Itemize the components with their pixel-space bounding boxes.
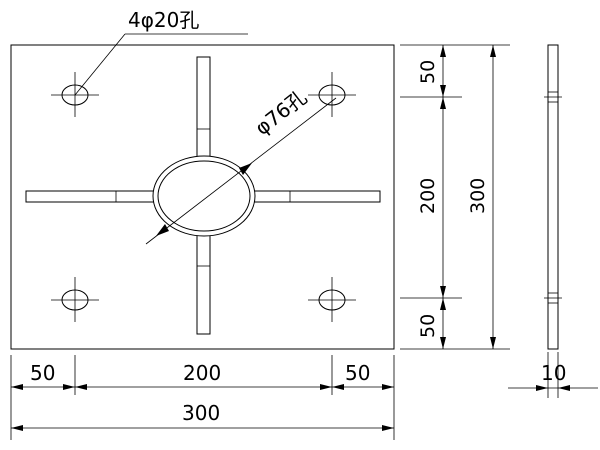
bolt-holes bbox=[51, 72, 356, 322]
rib-left bbox=[25, 190, 157, 203]
dim-right-bottom: 50 bbox=[417, 314, 439, 338]
bolt-hole-bottom-right bbox=[308, 277, 356, 322]
bolt-hole-label: 4φ20孔 bbox=[128, 8, 199, 32]
rib-bottom bbox=[196, 233, 211, 335]
side-view-outline bbox=[547, 44, 559, 350]
thickness-dimension: 10 bbox=[508, 352, 598, 398]
center-hole bbox=[152, 155, 256, 237]
dim-bottom-middle: 200 bbox=[183, 361, 221, 385]
dim-right-total: 300 bbox=[467, 178, 489, 214]
rib-top bbox=[196, 56, 211, 162]
dim-bottom-left: 50 bbox=[30, 361, 55, 385]
dim-right-top: 50 bbox=[417, 60, 439, 84]
dim-right-middle: 200 bbox=[417, 178, 439, 214]
bolt-hole-callout: 4φ20孔 bbox=[74, 8, 248, 96]
dim-bottom-total: 300 bbox=[182, 401, 220, 425]
side-view bbox=[544, 44, 562, 350]
bolt-hole-bottom-left bbox=[51, 277, 99, 322]
rib-right bbox=[251, 190, 381, 203]
dim-bottom-right: 50 bbox=[345, 361, 370, 385]
dim-thickness: 10 bbox=[541, 361, 566, 385]
bolt-hole-top-right bbox=[308, 72, 356, 117]
bottom-dimensions: 50 200 50 300 bbox=[10, 355, 395, 440]
center-hole-label: φ76孔 bbox=[250, 85, 311, 140]
right-dimensions: 50 200 300 50 bbox=[400, 44, 510, 350]
plate-outline bbox=[10, 44, 395, 350]
